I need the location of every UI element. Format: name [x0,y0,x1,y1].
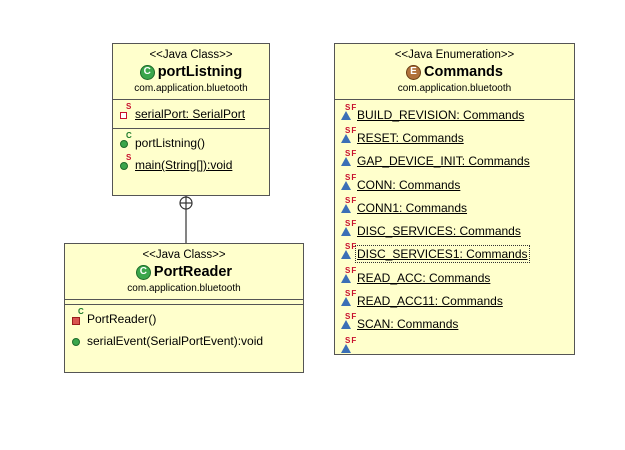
enum-constant-row[interactable]: SF RESET: Commands [341,126,574,149]
method-label: main(String[]):void [135,158,233,172]
package-label: com.application.bluetooth [134,83,248,94]
class-header: <<Java Class>> C portListning com.applic… [113,44,269,99]
static-final-constant-icon: SF [341,336,356,354]
field-label: serialPort: SerialPort [135,107,246,121]
enum-constant-label: DISC_SERVICES1: Commands [355,245,530,264]
method-row[interactable]: C portListning() [119,132,269,154]
stereotype-label: <<Java Class>> [149,49,233,61]
public-static-method-icon: S [119,154,133,172]
package-label: com.application.bluetooth [127,283,241,294]
class-icon: C [135,264,151,280]
method-label: PortReader() [87,312,157,326]
enum-constant-row[interactable]: SF SCAN: Commands [341,313,574,336]
enum-constant-label: SCAN: Commands [357,317,459,332]
static-final-constant-icon: SF [341,150,356,168]
static-final-constant-icon: SF [341,266,356,285]
enum-constant-row[interactable]: SF CONN: Commands [341,173,574,196]
enum-header: <<Java Enumeration>> E Commands com.appl… [335,44,574,99]
enum-constant-row-clipped: SF [341,336,574,354]
enum-icon: E [406,64,422,80]
enum-box-commands[interactable]: <<Java Enumeration>> E Commands com.appl… [334,43,575,355]
method-row[interactable]: C PortReader() [71,308,303,330]
static-final-constant-icon: SF [341,126,356,145]
enum-constant-row[interactable]: SF READ_ACC11: Commands [341,289,574,312]
methods-section: C PortReader() serialEvent(SerialPortEve… [65,304,303,355]
class-title: C PortReader [65,262,303,282]
static-final-constant-icon: SF [341,243,356,261]
enum-constant-label: CONN: Commands [357,177,461,192]
method-label: portListning() [135,136,206,150]
class-title: C portListning [113,62,269,82]
enum-constant-label: CONN1: Commands [357,200,468,215]
class-header: <<Java Class>> C PortReader com.applicat… [65,244,303,299]
fields-section-empty [65,299,303,304]
stereotype-label: <<Java Enumeration>> [394,49,515,61]
enum-constant-label: READ_ACC11: Commands [357,294,503,309]
constructor-icon: C [119,132,133,150]
field-row[interactable]: S serialPort: SerialPort [119,103,269,125]
enum-constant-row-selected[interactable]: SF DISC_SERVICES1: Commands [341,243,574,266]
method-row[interactable]: serialEvent(SerialPortEvent):void [71,330,303,352]
enum-title: E Commands [335,62,574,82]
static-final-constant-icon: SF [341,290,356,308]
enum-constant-label: RESET: Commands [357,130,464,145]
public-method-icon [71,334,85,348]
method-row[interactable]: S main(String[]):void [119,154,269,176]
static-final-constant-icon: SF [341,103,356,122]
enum-constant-label: BUILD_REVISION: Commands [357,107,525,122]
package-label: com.application.bluetooth [397,83,512,94]
enum-name: Commands [424,64,503,80]
enum-constant-row[interactable]: SF DISC_SERVICES: Commands [341,219,574,242]
enum-constant-row[interactable]: SF CONN1: Commands [341,196,574,219]
stereotype-label: <<Java Class>> [142,249,226,261]
static-final-constant-icon: SF [341,313,356,331]
enum-constant-label: DISC_SERVICES: Commands [357,224,521,239]
methods-section: C portListning() S main(String[]):void [113,128,269,179]
method-label: serialEvent(SerialPortEvent):void [87,334,264,348]
private-constructor-icon: C [71,308,85,326]
nesting-anchor-icon [179,196,193,210]
enum-constant-label: READ_ACC: Commands [357,270,491,285]
enum-constant-label: GAP_DEVICE_INIT: Commands [357,154,530,169]
class-name: portListning [157,64,243,80]
class-icon: C [139,64,155,80]
enum-constant-row[interactable]: SF READ_ACC: Commands [341,266,574,289]
enum-constant-row[interactable]: SF GAP_DEVICE_INIT: Commands [341,150,574,173]
constants-section: SF BUILD_REVISION: Commands SF RESET: Co… [335,99,574,354]
static-final-constant-icon: SF [341,196,356,215]
enum-constant-row[interactable]: SF BUILD_REVISION: Commands [341,103,574,126]
fields-section: S serialPort: SerialPort [113,99,269,128]
class-box-port-listning[interactable]: <<Java Class>> C portListning com.applic… [112,43,270,196]
static-final-constant-icon: SF [341,220,356,238]
private-static-field-icon: S [119,103,133,121]
static-final-constant-icon: SF [341,173,356,192]
class-name: PortReader [153,264,233,280]
class-box-port-reader[interactable]: <<Java Class>> C PortReader com.applicat… [64,243,304,373]
